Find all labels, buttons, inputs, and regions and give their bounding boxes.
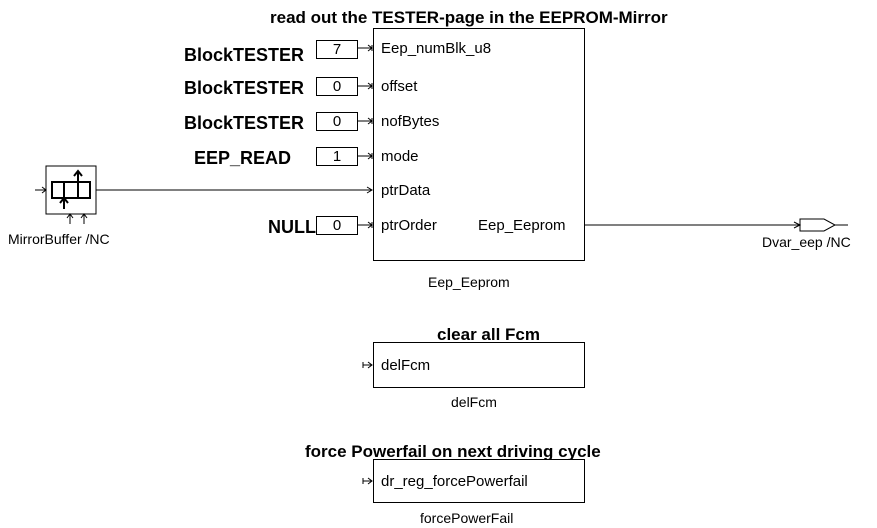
title-force-powerfail: force Powerfail on next driving cycle <box>305 442 601 461</box>
const-label-numblk: BlockTESTER <box>184 45 305 65</box>
port-label-eep-eeprom-out: Eep_Eeprom <box>478 217 566 234</box>
port-label-mode: mode <box>381 148 419 165</box>
const-label-offset: BlockTESTER <box>184 78 305 98</box>
const-value-numblk[interactable]: 7 <box>316 40 358 59</box>
caption-force-powerfail: forcePowerFail <box>420 510 514 526</box>
title-clear-fcm: clear all Fcm <box>437 325 541 344</box>
port-label-ptrdata: ptrData <box>381 182 431 199</box>
wire-mode <box>358 152 373 160</box>
eep-eeprom-block[interactable] <box>373 28 585 261</box>
const-label-nofbytes: BlockTESTER <box>184 113 305 133</box>
caption-dvar-eep: Dvar_eep /NC <box>762 234 851 250</box>
delfcm-block[interactable] <box>373 342 585 388</box>
mirror-buffer-icon <box>45 165 97 224</box>
wire-offset <box>358 82 373 90</box>
const-label-mode: EEP_READ <box>194 148 292 168</box>
wire-nofbytes <box>358 117 373 125</box>
wire-ptrorder <box>358 221 373 229</box>
output-port-icon <box>799 218 837 232</box>
port-label-ptrorder: ptrOrder <box>381 217 437 234</box>
wire-mirror-in <box>35 186 47 194</box>
caption-delfcm: delFcm <box>451 394 497 410</box>
caption-eep-eeprom: Eep_Eeprom <box>428 274 510 290</box>
const-label-ptrorder: NULL <box>268 217 316 237</box>
wire-ptrdata <box>96 186 373 194</box>
port-label-force-powerfail: dr_reg_forcePowerfail <box>381 473 528 490</box>
wire-delfcm-trigger <box>362 361 373 369</box>
port-label-nofbytes: nofBytes <box>381 113 440 130</box>
wire-eeprom-out <box>584 221 848 229</box>
caption-mirror-buffer: MirrorBuffer /NC <box>8 231 110 247</box>
const-value-ptrorder[interactable]: 0 <box>316 216 358 235</box>
wire-powerfail-trigger <box>362 477 373 485</box>
const-value-offset[interactable]: 0 <box>316 77 358 96</box>
title-eeprom-read: read out the TESTER-page in the EEPROM-M… <box>270 8 668 27</box>
port-label-offset: offset <box>381 78 418 95</box>
port-label-delfcm: delFcm <box>381 357 431 374</box>
wire-numblk <box>358 44 373 52</box>
const-value-mode[interactable]: 1 <box>316 147 358 166</box>
const-value-nofbytes[interactable]: 0 <box>316 112 358 131</box>
port-label-numblk: Eep_numBlk_u8 <box>381 40 492 57</box>
force-powerfail-block[interactable] <box>373 459 585 503</box>
